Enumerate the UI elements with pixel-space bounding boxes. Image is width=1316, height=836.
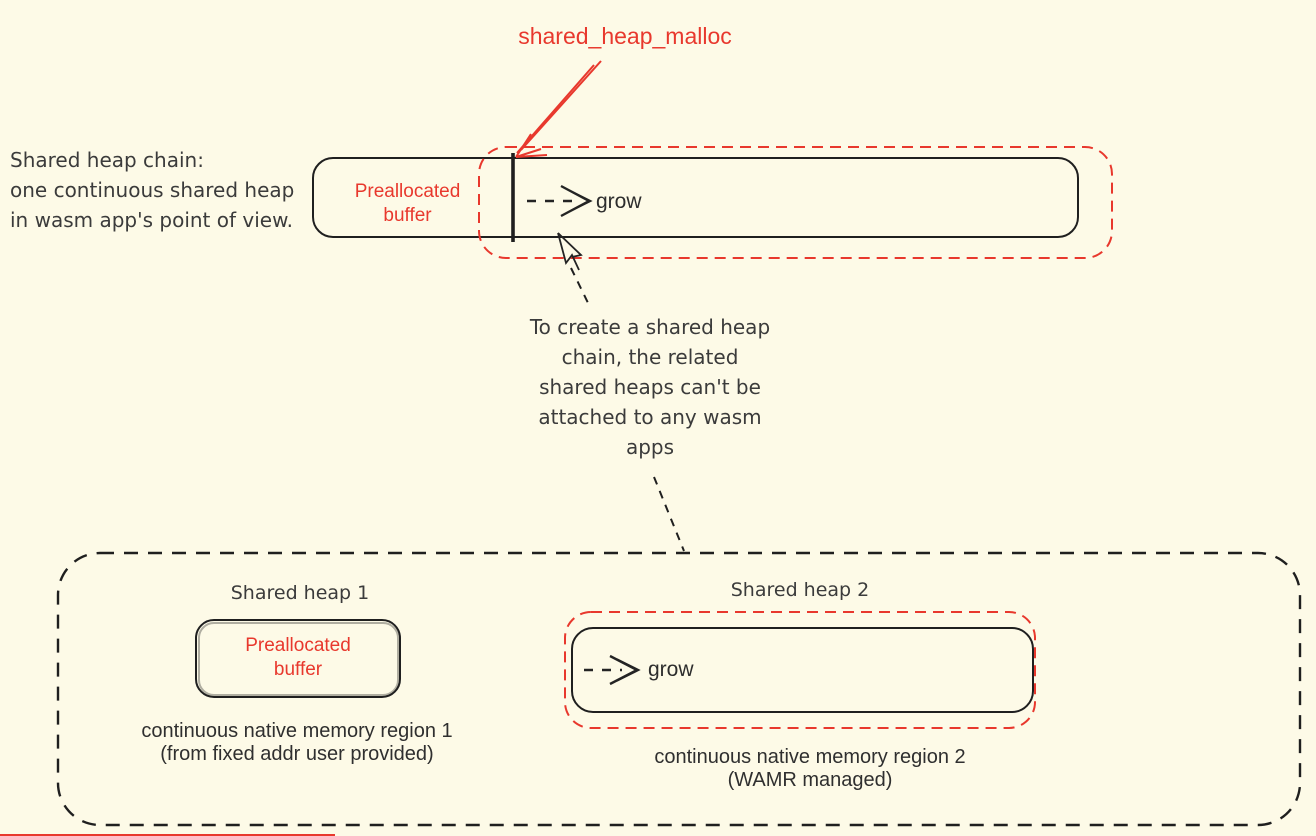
heap1-box-sketch-echo <box>198 622 399 696</box>
heap2-red-dashed-outline <box>564 611 1036 729</box>
heap2-title: Shared heap 2 <box>730 579 870 601</box>
note-text: To create a shared heap chain, the relat… <box>529 315 771 459</box>
heap1-preallocated-label: Preallocated buffer <box>245 635 351 680</box>
malloc-arrow-icon <box>515 60 602 158</box>
native-memory-container-outline <box>56 551 1302 827</box>
grow-label-heap2: grow <box>648 658 694 681</box>
grow-arrow-icon <box>527 184 593 218</box>
shared-heap-chain-box <box>312 157 1079 238</box>
heap1-box <box>195 619 401 698</box>
cursor-arrow-icon <box>557 232 583 271</box>
note-connector-upper <box>570 267 591 308</box>
malloc-label: shared_heap_malloc <box>518 23 732 49</box>
heap2-grow-arrow-icon <box>584 654 641 686</box>
heap1-caption: continuous native memory region 1 (from … <box>141 720 453 765</box>
chain-red-dashed-outline <box>478 146 1113 259</box>
grow-label-top: grow <box>596 190 642 213</box>
note-connector-lower <box>653 476 685 552</box>
heap2-caption: continuous native memory region 2 (WAMR … <box>654 746 966 791</box>
chain-caption: Shared heap chain: one continuous shared… <box>10 148 295 232</box>
heap2-box <box>571 627 1034 713</box>
preallocated-buffer-label-top: Preallocated buffer <box>354 181 461 226</box>
heap1-title: Shared heap 1 <box>230 582 370 604</box>
